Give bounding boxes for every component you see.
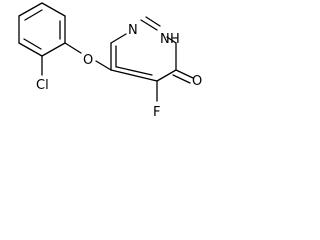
atom-label-f: F — [153, 105, 160, 120]
atom-label-h: H — [170, 32, 180, 47]
carbonyl-bond — [175, 69, 194, 79]
atom-label-n-top: N — [128, 23, 138, 38]
chemical-structure-diagram: Cl O N N H F O — [0, 0, 254, 131]
pyrimidinone-ring — [110, 16, 177, 82]
o-c-bond-pyrimidine — [95, 60, 112, 71]
chlorophenyl-ring — [18, 2, 66, 57]
atom-label-o-ether: O — [83, 53, 93, 68]
carbonyl-bond-double — [172, 74, 191, 84]
atom-label-n-h: N — [160, 32, 170, 47]
molecule-drawing: Cl O N N H F O — [18, 2, 202, 120]
atom-label-cl: Cl — [36, 78, 49, 93]
c-o-bond-aryl — [64, 42, 82, 54]
atom-label-o-carbonyl: O — [192, 74, 202, 89]
